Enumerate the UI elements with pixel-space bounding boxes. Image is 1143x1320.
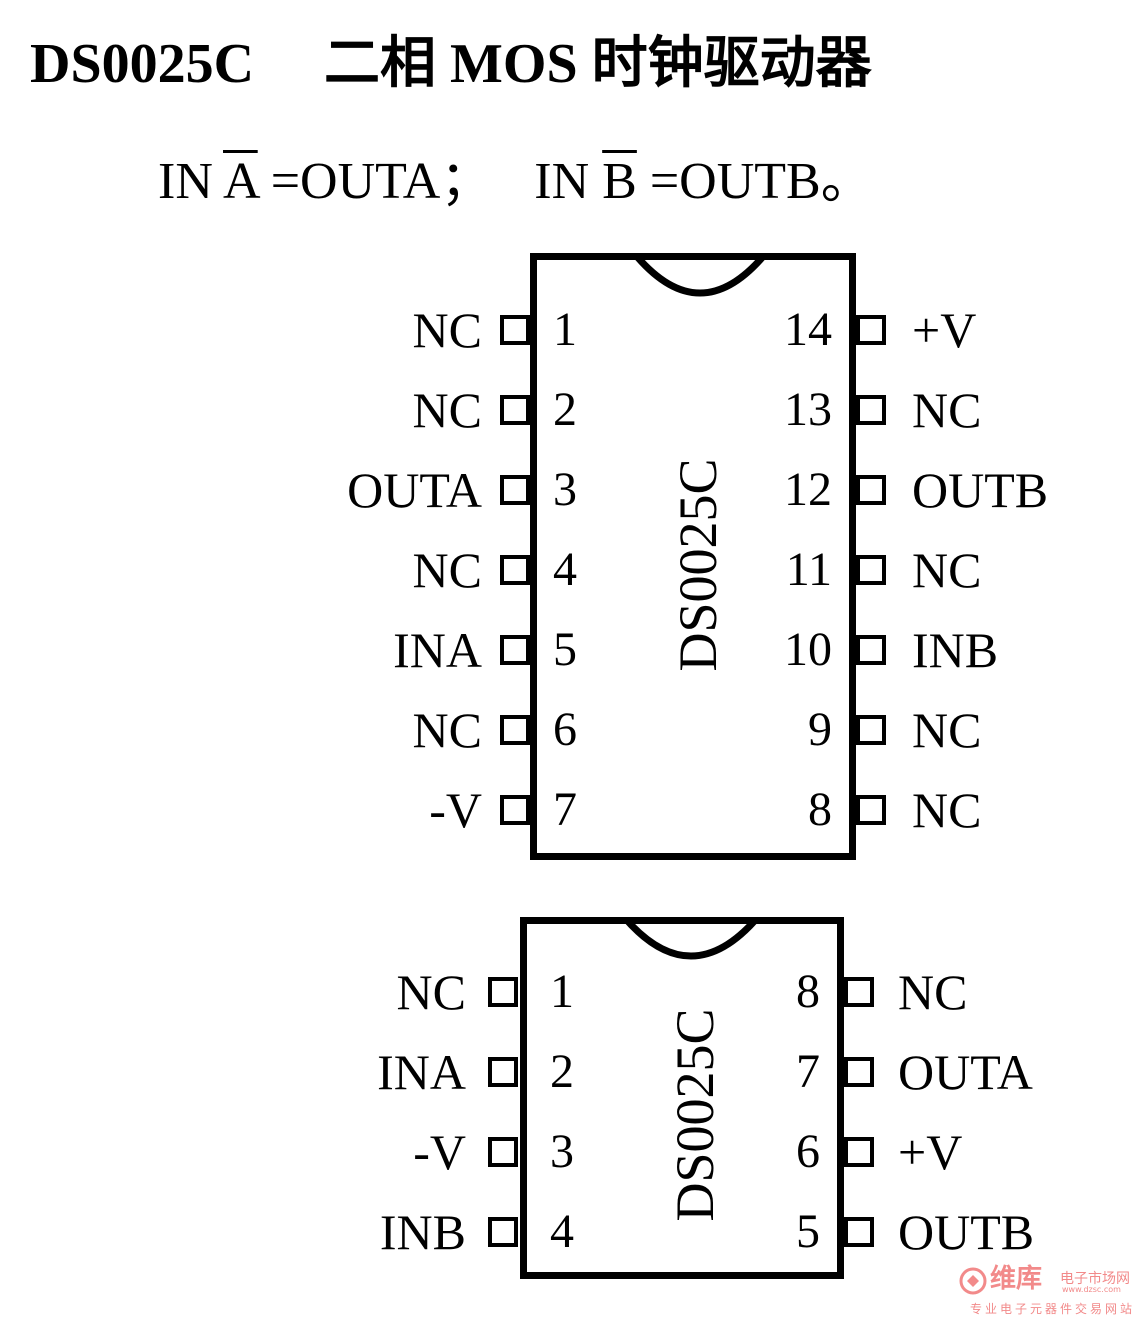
- pin-label-7: OUTA: [898, 1044, 1033, 1100]
- pin-4: [488, 1217, 518, 1247]
- pin-5: [500, 635, 530, 665]
- title-part-number: DS0025C: [30, 33, 255, 95]
- pin-3: [500, 475, 530, 505]
- pin-number-6: 6: [796, 1125, 820, 1178]
- pin-number-14: 14: [784, 303, 832, 356]
- pin-number-3: 3: [550, 1125, 574, 1178]
- logic-formula: IN A =OUTA； IN B =OUTB。: [158, 150, 873, 214]
- pin-number-7: 7: [553, 783, 577, 836]
- pin-label-1: NC: [396, 964, 466, 1020]
- pin-label-2: NC: [412, 382, 482, 438]
- formula-eq-a: =OUTA；: [270, 153, 493, 210]
- watermark-url: www.dzsc.com: [1062, 1285, 1121, 1294]
- pin-label-10: INB: [912, 622, 999, 678]
- pin-number-4: 4: [553, 543, 577, 596]
- pin-number-3: 3: [553, 463, 577, 516]
- watermark-subtitle: 电子市场网: [1060, 1271, 1130, 1287]
- pin-label-12: OUTB: [912, 462, 1049, 518]
- chip-8-notch: [621, 917, 761, 960]
- pin-label-5: OUTB: [898, 1204, 1035, 1260]
- formula-in-b: IN: [534, 153, 590, 210]
- chip-14-body: [530, 253, 856, 860]
- pin-7: [844, 1057, 874, 1087]
- pin-1: [500, 315, 530, 345]
- pin-label-3: OUTA: [347, 462, 482, 518]
- formula-a-bar: A: [223, 153, 258, 210]
- pin-9: [856, 715, 886, 745]
- pin-number-11: 11: [785, 543, 832, 596]
- pin-11: [856, 555, 886, 585]
- pin-number-8: 8: [808, 783, 832, 836]
- pin-label-5: INA: [393, 622, 482, 678]
- dzsc-logo-icon: [959, 1267, 987, 1295]
- pin-label-9: NC: [912, 702, 982, 758]
- pin-13: [856, 395, 886, 425]
- pin-12: [856, 475, 886, 505]
- pin-label-1: NC: [412, 302, 482, 358]
- pin-label-4: NC: [412, 542, 482, 598]
- pin-1: [488, 977, 518, 1007]
- pin-7: [500, 795, 530, 825]
- pin-label-13: NC: [912, 382, 982, 438]
- pin-8: [856, 795, 886, 825]
- pin-number-13: 13: [784, 383, 832, 436]
- pin-6: [844, 1137, 874, 1167]
- pin-2: [500, 395, 530, 425]
- title-description: 二相 MOS 时钟驱动器: [324, 33, 872, 95]
- pin-number-4: 4: [550, 1205, 574, 1258]
- pin-label-8: NC: [898, 964, 968, 1020]
- pin-number-2: 2: [550, 1045, 574, 1098]
- formula-in-a: IN: [158, 153, 213, 210]
- pin-label-14: +V: [912, 302, 977, 358]
- pin-label-3: -V: [413, 1124, 466, 1180]
- pin-number-8: 8: [796, 965, 820, 1018]
- formula-eq-b: =OUTB。: [649, 153, 873, 210]
- chip-8-name: DS0025C: [665, 1008, 725, 1222]
- pin-label-2: INA: [377, 1044, 466, 1100]
- watermark-brand: 维库: [990, 1264, 1043, 1294]
- pin-number-5: 5: [553, 623, 577, 676]
- pin-number-1: 1: [550, 965, 574, 1018]
- pin-number-12: 12: [784, 463, 832, 516]
- page-title: DS0025C 二相 MOS 时钟驱动器: [30, 28, 872, 100]
- pin-14: [856, 315, 886, 345]
- pin-8: [844, 977, 874, 1007]
- pin-number-7: 7: [796, 1045, 820, 1098]
- pin-label-11: NC: [912, 542, 982, 598]
- chip-14-notch: [631, 253, 769, 297]
- pin-number-6: 6: [553, 703, 577, 756]
- pin-label-6: +V: [898, 1124, 963, 1180]
- pin-5: [844, 1217, 874, 1247]
- pin-6: [500, 715, 530, 745]
- pin-label-4: INB: [379, 1204, 466, 1260]
- watermark-tagline: 专业电子元器件交易网站: [970, 1302, 1136, 1316]
- pin-3: [488, 1137, 518, 1167]
- pin-2: [488, 1057, 518, 1087]
- pin-number-1: 1: [553, 303, 577, 356]
- pin-label-8: NC: [912, 782, 982, 838]
- pin-label-6: NC: [412, 702, 482, 758]
- pin-10: [856, 635, 886, 665]
- pin-number-9: 9: [808, 703, 832, 756]
- pin-number-2: 2: [553, 383, 577, 436]
- pin-4: [500, 555, 530, 585]
- pin-label-7: -V: [429, 782, 482, 838]
- pin-number-10: 10: [784, 623, 832, 676]
- chip-8-body: [520, 917, 844, 1279]
- chip-14-name: DS0025C: [668, 458, 728, 672]
- formula-b-bar: B: [602, 153, 637, 210]
- pin-number-5: 5: [796, 1205, 820, 1258]
